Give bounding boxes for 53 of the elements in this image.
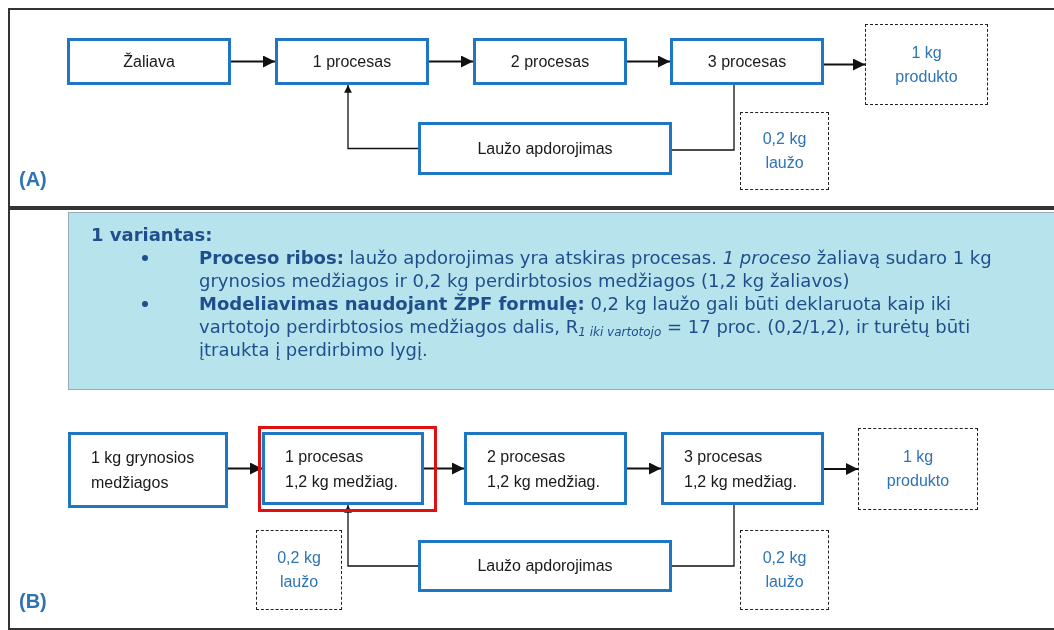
node-label: 3 procesas <box>707 51 787 72</box>
process-box <box>418 540 672 592</box>
node-label: 2 procesas <box>487 446 567 467</box>
node-label: 0,2 kg laužo <box>761 548 808 592</box>
node-label: 1 procesas <box>285 446 365 467</box>
dashed-box <box>858 428 978 510</box>
process-box <box>68 432 228 508</box>
highlight-frame <box>258 426 437 512</box>
node-label: Žaliava <box>123 51 175 72</box>
dashed-box <box>740 530 829 610</box>
arrow <box>423 462 465 475</box>
node-label: 1,2 kg medžiag. <box>684 471 798 492</box>
node-label: 1 kg produkto <box>894 42 959 87</box>
process-box <box>418 122 672 175</box>
process-box <box>473 38 627 85</box>
arrow <box>344 504 419 567</box>
bullet-text: Modeliavimas naudojant ŽPF formulę: 0,2 kg laužo gali būti deklaruota kaip iki vartotojo perdirbtosios medžiagos dalis, R$_{1 iki vartotojo}$ = 17 proc. (0,2/1,2), ir turėtų būti įtraukta į perdirbimo lygį. <box>199 292 972 361</box>
connector-line <box>671 84 735 151</box>
dashed-box <box>740 112 829 190</box>
node-label: 1 procesas <box>312 51 392 72</box>
node-label: Laužo apdorojimas <box>477 138 613 159</box>
dashed-box <box>865 24 988 105</box>
arrow <box>626 55 671 68</box>
node-label: 0,2 kg laužo <box>276 548 322 592</box>
note-heading: 1 variantas: <box>91 223 214 246</box>
arrow <box>428 55 474 68</box>
process-box <box>275 38 429 85</box>
node-label: 1 kg produkto <box>885 447 951 491</box>
arrow <box>823 463 859 475</box>
process-box <box>670 38 824 85</box>
bullet-text: Proceso ribos: laužo apdorojimas yra atskiras procesas. 1 proceso žaliavą sudaro 1 kg grynosios medžiagos ir 0,2 kg perdirbtosios medžiagos (1,2 kg žaliavos) <box>199 246 993 292</box>
node-label: 0,2 kg laužo <box>761 129 808 173</box>
arrow <box>823 58 866 71</box>
arrow <box>626 462 662 475</box>
panel-frame <box>8 8 1054 208</box>
note-box <box>68 212 1054 390</box>
process-box <box>464 432 627 505</box>
arrow <box>344 84 419 150</box>
node-label: 1 kg grynosios medžiagos <box>91 448 196 493</box>
process-box <box>262 432 424 505</box>
node-label: 2 procesas <box>510 51 590 72</box>
process-box <box>661 432 824 505</box>
panel-frame <box>8 208 1054 630</box>
arrow <box>230 55 276 68</box>
node-label: 1,2 kg medžiag. <box>487 471 601 492</box>
node-label: 3 procesas <box>684 446 764 467</box>
panel-label: (B) <box>19 589 47 614</box>
connector-line <box>671 504 735 567</box>
process-box <box>67 38 231 85</box>
node-label: Laužo apdorojimas <box>477 556 613 576</box>
dashed-box <box>256 530 342 610</box>
panel-label: (A) <box>19 167 47 192</box>
node-label: 1,2 kg medžiag. <box>285 471 399 492</box>
